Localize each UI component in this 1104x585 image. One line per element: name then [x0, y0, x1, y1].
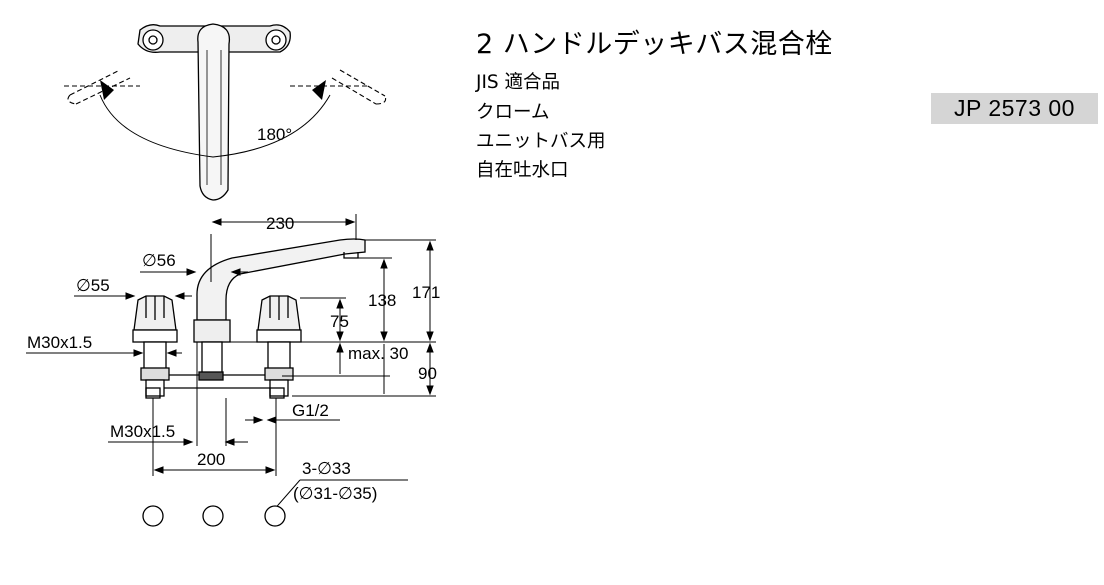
- feature-finish: クローム: [476, 102, 550, 123]
- feature-usage: ユニットバス用: [476, 131, 606, 152]
- feature-jis: JIS 適合品: [476, 72, 561, 93]
- dim-spout-length: 230: [266, 214, 294, 233]
- dim-thread-top: M30x1.5: [27, 333, 92, 352]
- dim-body-dia: ∅56: [142, 251, 176, 270]
- front-view: [132, 238, 366, 399]
- mounting-holes: [142, 505, 286, 527]
- dim-spout-height: 138: [368, 291, 396, 310]
- dim-max-deck: max. 30: [348, 344, 408, 363]
- dim-center-distance: 200: [197, 450, 225, 469]
- hole-left: [142, 505, 164, 527]
- top-view: [64, 23, 387, 201]
- dim-under-height: 90: [418, 364, 437, 383]
- dim-handle-height: 75: [330, 312, 349, 331]
- product-title: 2 ハンドルデッキバス混合栓: [476, 29, 833, 60]
- dim-thread-bottom: M30x1.5: [110, 422, 175, 441]
- dim-handle-dia: ∅55: [76, 276, 110, 295]
- angle-label: 180°: [257, 125, 292, 144]
- dim-holes-dia: 3-∅33: [302, 459, 351, 478]
- feature-spout: 自在吐水口: [476, 160, 569, 181]
- hole-center: [202, 505, 224, 527]
- dim-holes-range: (∅31-∅35): [293, 484, 377, 503]
- dimension-lines: [26, 214, 436, 513]
- dim-total-height: 171: [412, 283, 440, 302]
- product-code-badge: JP 2573 00: [931, 93, 1098, 124]
- hole-right: [264, 505, 286, 527]
- dim-inlet: G1/2: [292, 401, 329, 420]
